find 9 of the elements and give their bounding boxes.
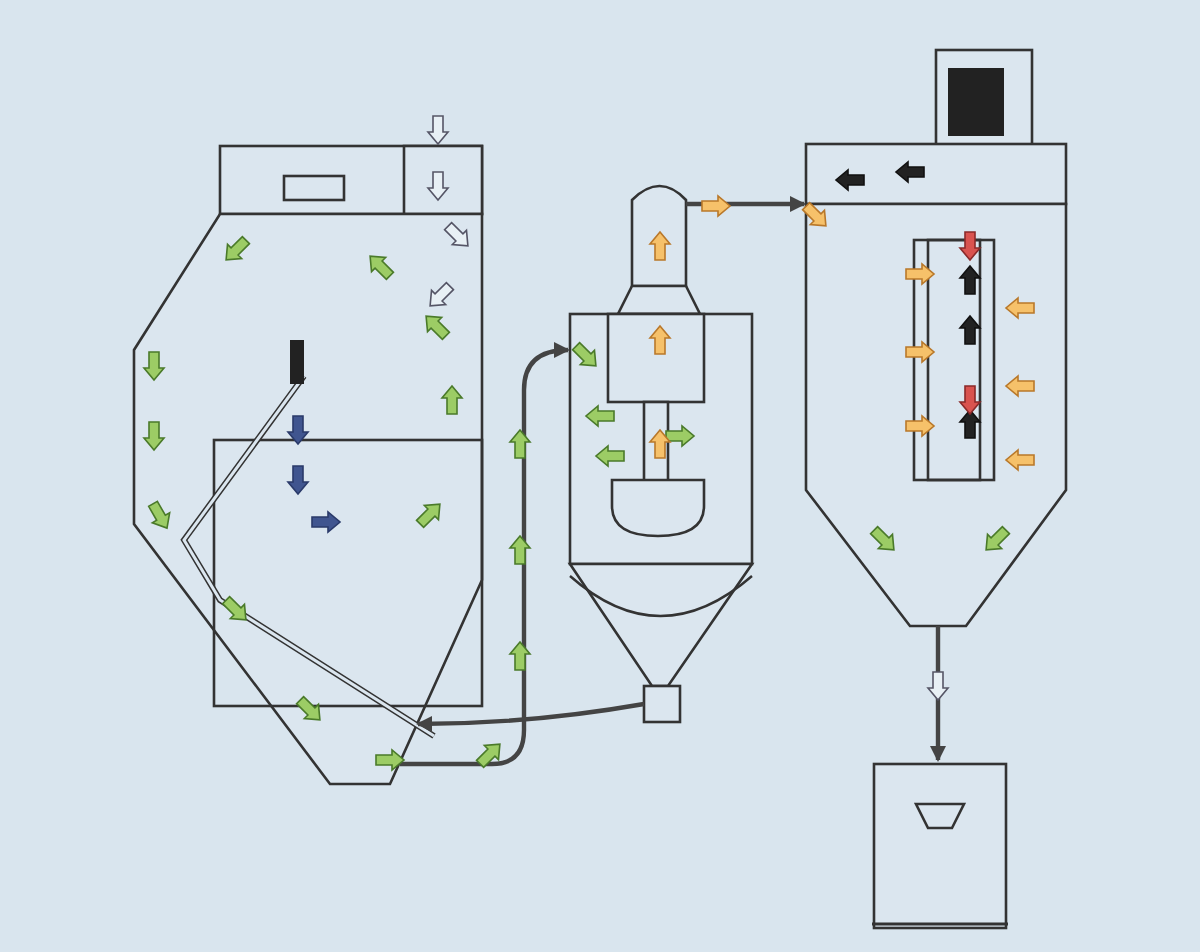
flow-arrow	[508, 640, 532, 671]
flow-arrow	[508, 534, 532, 565]
duct-connector	[686, 196, 806, 212]
flow-arrow	[508, 428, 532, 459]
duct-connector	[930, 626, 946, 762]
duct-connector	[400, 342, 570, 767]
flow-arrow	[475, 743, 501, 769]
flow-arrow	[926, 671, 950, 702]
duct-connector	[416, 701, 645, 732]
